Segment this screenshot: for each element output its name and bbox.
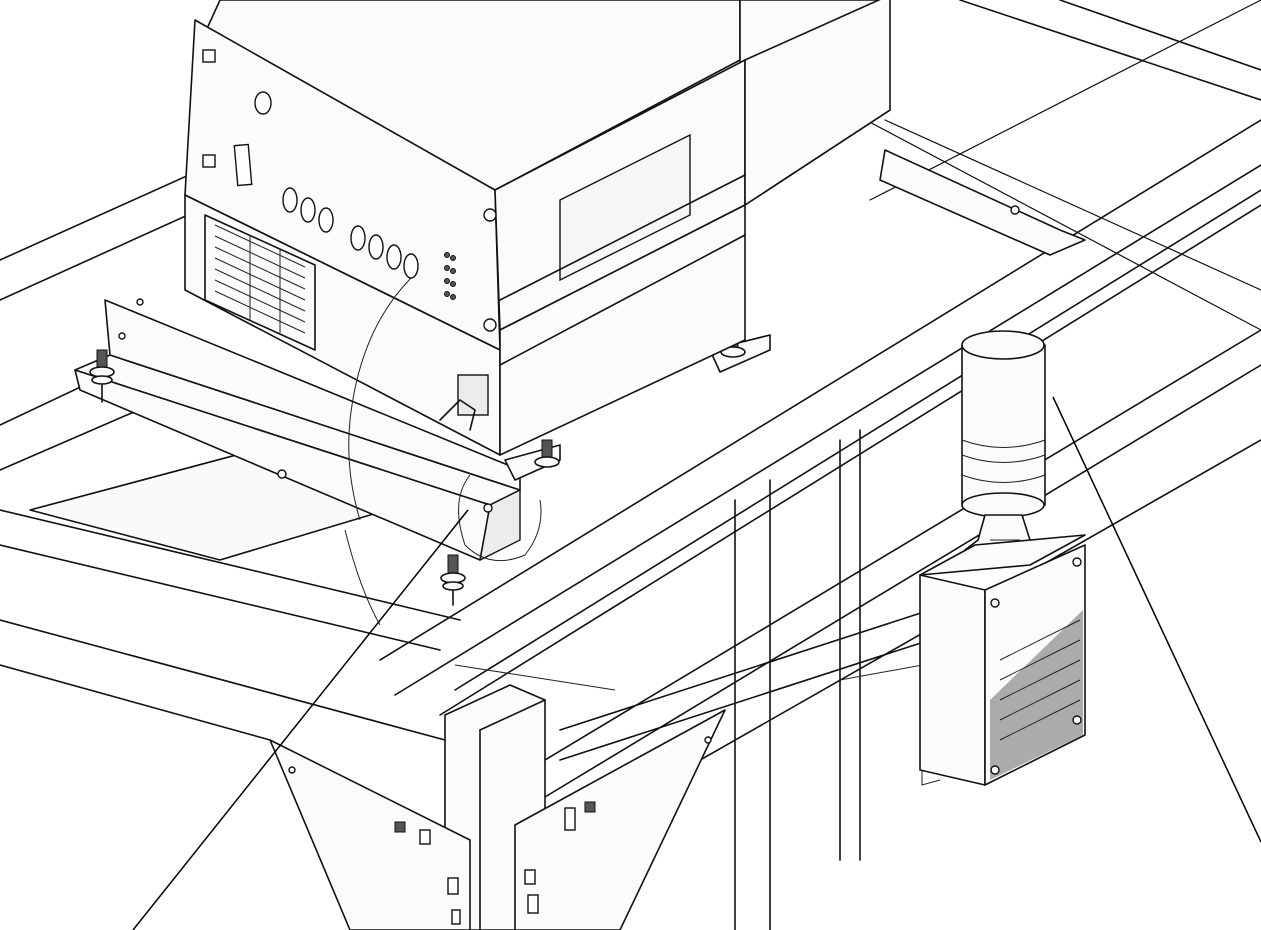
power-switch [439,374,489,431]
controller-cabinet [184,0,891,521]
gusset-plate-right [514,709,726,930]
mounting-bracket [74,298,771,606]
signal-tower-light [961,330,1046,566]
light-mounting-box [919,534,1086,786]
callouts [132,396,1261,930]
callout-leader-signal-tower-light [1052,396,1261,843]
bolt [89,349,115,403]
vent-grille [204,214,316,351]
callout-leader-mounting-bracket [132,509,469,930]
bolt [440,554,466,606]
gusset-plate-left [269,739,471,930]
bolt [504,439,561,481]
